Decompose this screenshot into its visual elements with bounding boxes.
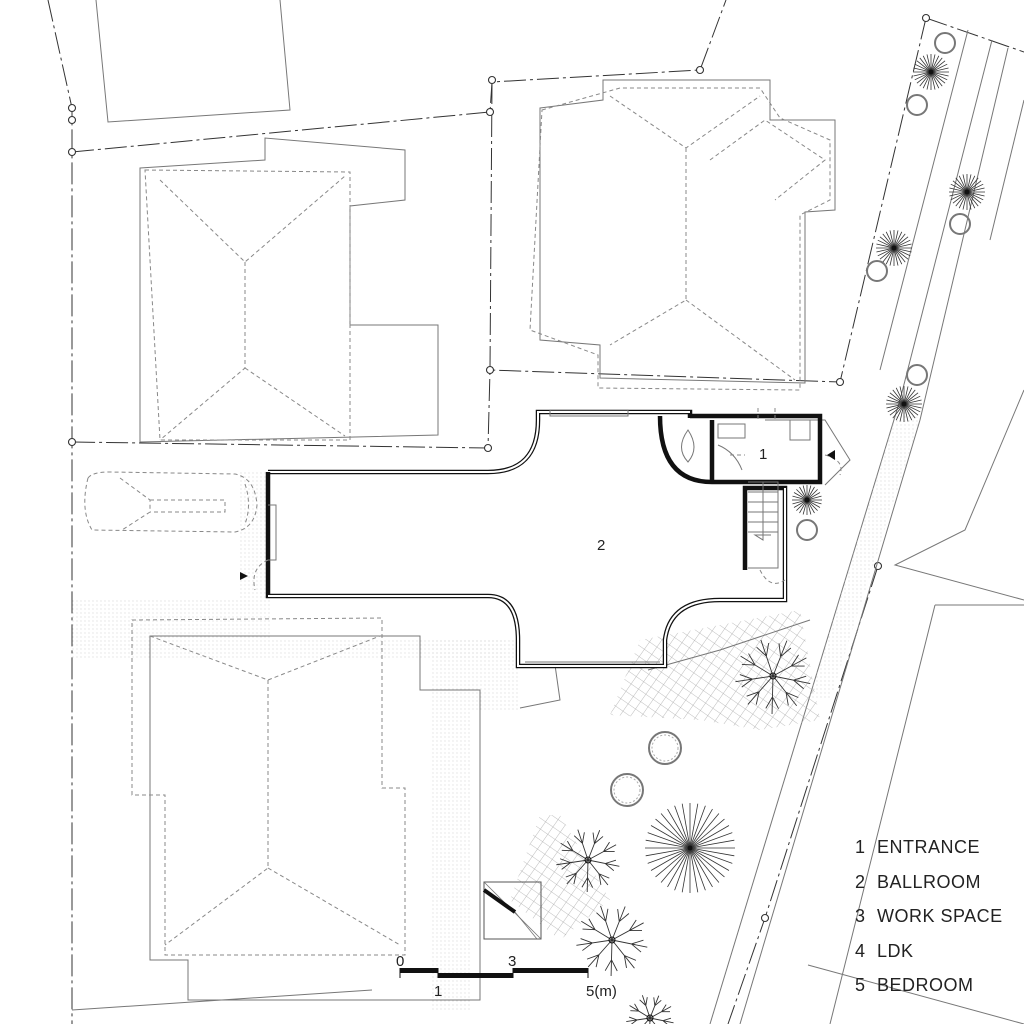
shrub-icon bbox=[651, 734, 679, 762]
legend-item: 3 WORK SPACE bbox=[855, 899, 1003, 934]
palm-tree-icon bbox=[792, 485, 822, 515]
shrub-icon bbox=[906, 364, 928, 386]
legend-number: 3 bbox=[855, 906, 866, 926]
legend-room-name: ENTRANCE bbox=[877, 837, 981, 857]
palm-tree-icon bbox=[913, 54, 949, 90]
site-surfaces bbox=[72, 419, 851, 1010]
trees bbox=[556, 32, 985, 1024]
palm-tree-icon bbox=[876, 230, 912, 266]
legend-number: 5 bbox=[855, 975, 866, 995]
north-arrow-icon bbox=[482, 881, 542, 940]
legend-item: 1 ENTRANCE bbox=[855, 830, 1003, 865]
scale-tick-5: 5(m) bbox=[586, 983, 617, 1000]
shrub-icon bbox=[906, 94, 928, 116]
legend-number: 2 bbox=[855, 871, 866, 892]
shrub-icon bbox=[949, 213, 971, 235]
deciduous-tree-icon bbox=[626, 995, 674, 1024]
plan-label-ballroom: 2 bbox=[597, 537, 605, 554]
palm-tree-icon bbox=[949, 174, 985, 210]
palm-tree-icon bbox=[886, 386, 922, 422]
side-door-arrow-icon bbox=[240, 572, 248, 580]
palm-tree-icon bbox=[645, 803, 735, 893]
shrub-icon bbox=[610, 773, 644, 807]
shrub-icon bbox=[613, 776, 641, 804]
legend-room-name: WORK SPACE bbox=[877, 906, 1003, 926]
shrub-icon bbox=[866, 260, 888, 282]
legend-number: 1 bbox=[855, 837, 866, 857]
deciduous-tree-icon bbox=[576, 905, 648, 976]
deciduous-tree-icon bbox=[735, 639, 811, 714]
entrance-arrow-icon bbox=[827, 450, 835, 460]
legend-room-name: LDK bbox=[877, 940, 914, 961]
parked-car bbox=[84, 471, 258, 533]
scale-bar: 0 1 3 5(m) bbox=[396, 953, 617, 1000]
scale-tick-3: 3 bbox=[508, 953, 516, 970]
property-nodes bbox=[67, 13, 931, 923]
neighbor-buildings bbox=[71, 0, 1024, 1024]
deciduous-tree-icon bbox=[556, 829, 620, 893]
legend-number: 4 bbox=[855, 940, 866, 961]
legend-item: 5 BEDROOM bbox=[855, 968, 1003, 1003]
plan-label-entrance: 1 bbox=[759, 446, 767, 463]
legend-item: 4 LDK bbox=[855, 934, 1003, 969]
room-legend: 1 ENTRANCE 2 BALLROOM 3 WORK SPACE 4 LDK 5 BE… bbox=[855, 830, 1003, 1003]
house-plan bbox=[253, 408, 842, 669]
legend-room-name: BEDROOM bbox=[877, 975, 974, 995]
legend-item: 2 BALLROOM bbox=[855, 865, 1003, 900]
scale-tick-0: 0 bbox=[396, 953, 404, 970]
shrub-icon bbox=[648, 731, 682, 765]
shrub-icon bbox=[796, 519, 818, 541]
shrub-icon bbox=[934, 32, 956, 54]
scale-tick-1: 1 bbox=[434, 983, 442, 1000]
legend-room-name: BALLROOM bbox=[877, 871, 982, 892]
